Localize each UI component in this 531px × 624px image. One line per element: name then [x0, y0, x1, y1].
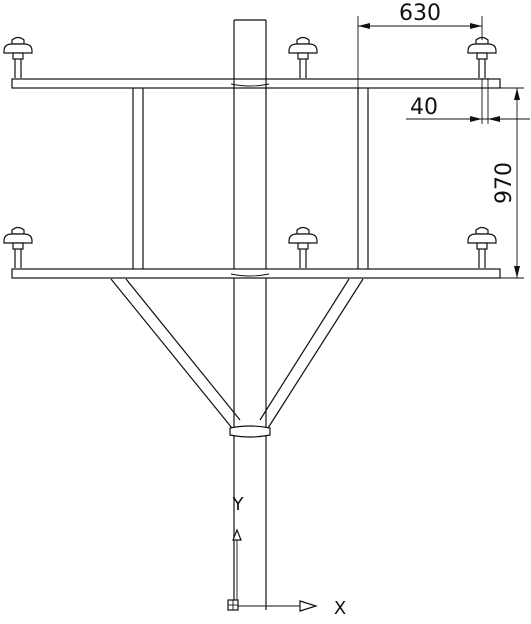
dimension-970-label: 970	[492, 162, 517, 204]
vertical-strut-right	[357, 88, 369, 269]
ucs-y-label: Y	[232, 494, 245, 515]
insulator-icon-lower-left	[3, 226, 33, 269]
ucs-x-label: X	[334, 598, 346, 619]
brace-clamp	[229, 425, 271, 438]
lower-crossarm	[11, 268, 501, 279]
dimension-40-label: 40	[410, 95, 438, 120]
dimension-970: 970	[492, 87, 524, 279]
insulator-icon-upper-left	[3, 36, 33, 79]
diagonal-brace-left	[110, 278, 241, 429]
insulator-icon-lower-right	[467, 226, 497, 269]
pole	[233, 19, 267, 610]
insulator-icon-lower-middle	[288, 226, 318, 269]
upper-crossarm	[11, 78, 501, 89]
vertical-strut-left	[132, 88, 144, 269]
dimension-630: 630	[357, 1, 483, 88]
diagonal-brace-right	[259, 278, 364, 429]
insulator-icon-upper-right	[467, 36, 497, 79]
dimension-40: 40	[406, 78, 530, 124]
dimension-630-label: 630	[399, 1, 441, 26]
insulator-icon-upper-middle	[288, 36, 318, 79]
ucs-icon: Y X	[227, 494, 346, 619]
